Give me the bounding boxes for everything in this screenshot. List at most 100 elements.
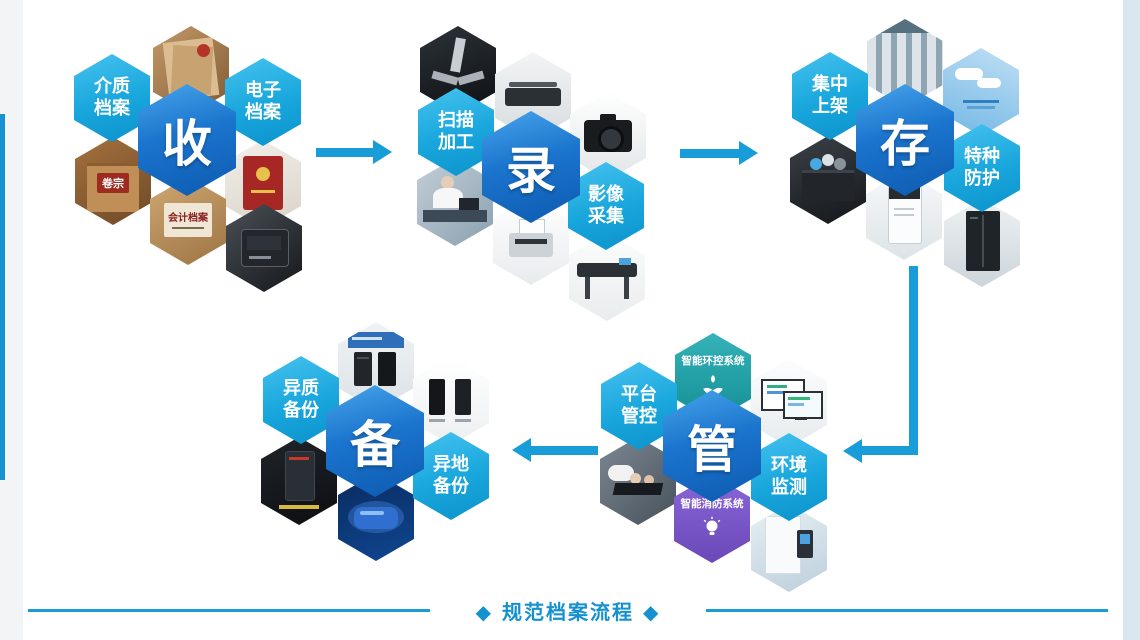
right-page-strip (1123, 0, 1140, 640)
server-cabinet-photo (944, 199, 1020, 287)
flow-arrow-record-to-store (680, 141, 758, 165)
desk-scanner-shape (459, 198, 479, 210)
center-character: 录 (506, 142, 556, 200)
folder-label-shape (164, 203, 212, 237)
book-cradle-shape (431, 70, 459, 86)
desk-shape (423, 210, 487, 222)
server-tower-photo (261, 437, 337, 525)
ssd-sticker-shape (247, 236, 281, 250)
nas-tower-shape (378, 352, 396, 386)
monitoring-screens-photo (751, 359, 827, 447)
red-book-shape (243, 156, 283, 210)
storage-box-shape (802, 170, 854, 201)
label-centralized-shelving: 集中上架 (792, 52, 868, 140)
env-system-text: 智能环控系统 (681, 354, 745, 367)
arrow-head-icon (739, 141, 758, 165)
caption-bar-shape (429, 419, 445, 422)
highlight-shape (360, 511, 384, 515)
label-offsite-backup: 异地备份 (413, 432, 489, 520)
arrow-bar (316, 147, 373, 157)
book-cradle-shape (457, 70, 485, 86)
printer-body-shape (577, 263, 637, 277)
tower-shape (455, 379, 471, 415)
person-body-shape (433, 188, 463, 208)
label-text: 特种防护 (964, 146, 1000, 189)
ui-bar-shape (788, 403, 804, 406)
dossier-tag-text: 卷宗 (97, 173, 129, 193)
flow-arrow-store-to-manage-vertical (909, 266, 918, 450)
flow-arrow-manage-to-backup (512, 438, 598, 462)
wall-panel-shape (765, 516, 801, 574)
center-character: 备 (350, 416, 400, 474)
flow-arrow-collect-to-record (316, 140, 392, 164)
billboard-text-shape (967, 106, 995, 109)
label-environment-monitoring: 环境监测 (751, 433, 827, 521)
cabinet-door-line-shape (982, 215, 984, 267)
center-hex-record: 录 (482, 111, 580, 223)
lightbulb-icon (700, 516, 724, 543)
bottom-caption-row: ◆ 规范档案流程 ◆ (28, 596, 1108, 625)
sleeve-shape (608, 465, 634, 481)
cloud-billboard-photo (943, 48, 1019, 136)
dehumidifier-grill-shape (894, 208, 914, 210)
camera-lens-shape (598, 126, 624, 152)
folder-line-shape (172, 227, 204, 229)
label-electronic-archives: 电子档案 (225, 58, 301, 146)
label-text: 环境监测 (771, 455, 807, 498)
red-stamp-shape (197, 44, 210, 57)
scanner-arm-shape (450, 37, 466, 73)
center-hex-collect: 收 (138, 84, 236, 196)
caption-rule (706, 609, 1108, 612)
left-page-strip (0, 0, 23, 640)
printer-leg-shape (585, 277, 590, 299)
arrow-head-icon (512, 438, 531, 462)
label-image-capture: 影像采集 (568, 162, 644, 250)
center-character: 收 (162, 115, 212, 173)
label-text: 影像采集 (588, 184, 624, 227)
scanner-slot-shape (515, 239, 547, 244)
cabinet-vent-shape (970, 217, 978, 219)
ssd-drive-photo (226, 204, 302, 292)
poster-shape (348, 332, 404, 348)
label-text: 平台管控 (621, 384, 657, 427)
disc-shape (822, 154, 834, 166)
billboard-text-shape (963, 100, 999, 103)
center-hex-backup: 备 (326, 385, 424, 497)
media-storage-box-photo (790, 136, 866, 224)
label-text: 集中上架 (812, 74, 848, 117)
arrow-head-icon (373, 140, 392, 164)
ui-bar-shape (767, 385, 787, 388)
flow-arrow-store-to-manage-horizontal (862, 446, 918, 455)
label-text: 异质备份 (283, 378, 319, 421)
arrow-bar (680, 148, 739, 158)
gold-line-shape (251, 190, 275, 193)
camera-hump-shape (600, 114, 616, 122)
label-text: 扫描加工 (438, 110, 474, 153)
nas-slot-shape (357, 357, 369, 359)
label-special-protection: 特种防护 (944, 124, 1020, 212)
person-head-shape (441, 176, 454, 189)
monitor-stand-shape (795, 417, 807, 420)
fire-system-text: 智能消防系统 (680, 497, 744, 510)
label-text: 电子档案 (245, 80, 281, 123)
cloud-shape (977, 78, 1001, 88)
accounting-folder-text: 会计档案 (168, 213, 208, 224)
printer-screen-shape (619, 258, 631, 265)
dehumidifier-grill-shape (894, 214, 914, 216)
scanner-body-shape (505, 88, 561, 106)
server-caption-shape (279, 505, 319, 509)
ui-bar-shape (767, 391, 793, 394)
nas-tower-shape (354, 352, 372, 386)
center-character: 存 (880, 115, 930, 173)
server-accent-shape (289, 457, 309, 460)
accounting-folder-photo: 会计档案 (150, 177, 226, 265)
caption-text: ◆ 规范档案流程 ◆ (475, 600, 661, 624)
laptop-keyboard-shape (612, 483, 664, 495)
disc-shape (810, 158, 822, 170)
scanner-device-shape (509, 233, 553, 257)
label-text: 介质档案 (94, 76, 130, 119)
caption-rule (28, 609, 430, 612)
device-screen-shape (800, 534, 810, 544)
ui-bar-shape (788, 397, 810, 400)
